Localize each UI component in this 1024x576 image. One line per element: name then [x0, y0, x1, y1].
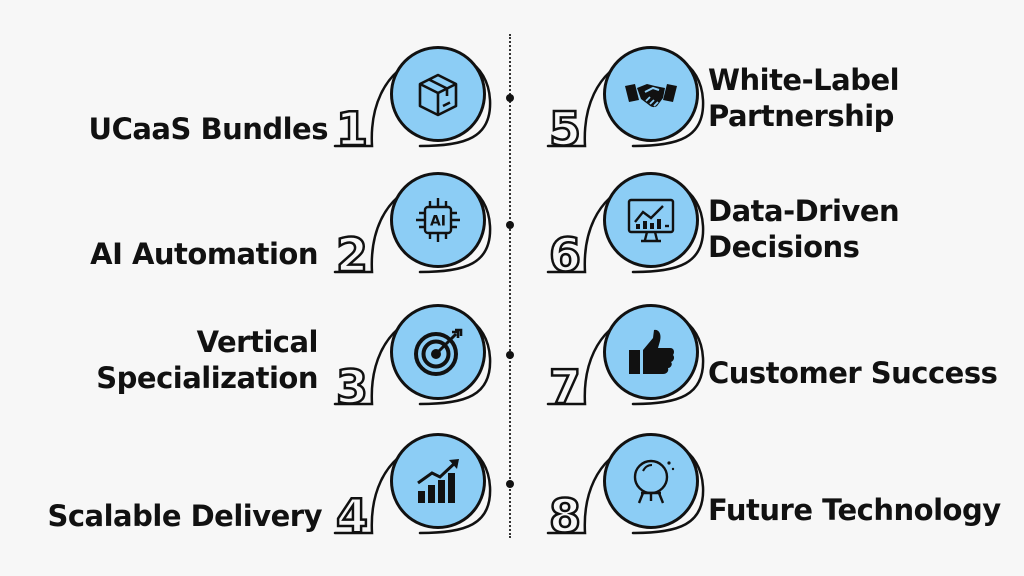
monitor-analytics-icon	[627, 198, 675, 243]
item-1-label: UCaaS Bundles	[88, 112, 329, 146]
item-2-badge: AI	[390, 172, 486, 268]
divider-dot	[506, 221, 514, 229]
item-2-label: AI Automation	[90, 237, 318, 271]
box-icon	[418, 73, 458, 117]
item-1-badge	[390, 46, 486, 142]
svg-text:AI: AI	[430, 214, 446, 230]
item-6-badge	[603, 172, 699, 268]
item-7-badge	[603, 304, 699, 400]
item-2-number: 2	[335, 228, 370, 282]
item-4-label: Scalable Delivery	[47, 499, 322, 533]
divider-dot	[506, 351, 514, 359]
thumbs-up-icon	[629, 329, 675, 374]
divider-dot	[506, 94, 514, 102]
item-8-label: Future Technology	[708, 493, 1001, 527]
item-5-number: 5	[548, 102, 583, 156]
item-5-badge	[603, 46, 699, 142]
item-4-badge	[390, 433, 486, 529]
item-4-number: 4	[335, 489, 370, 543]
center-divider	[509, 34, 511, 538]
item-7-label: Customer Success	[708, 356, 998, 390]
growth-chart-icon	[417, 459, 459, 503]
item-8-number: 8	[548, 489, 583, 543]
item-3-label: Vertical Specialization	[96, 325, 318, 395]
item-6-number: 6	[548, 228, 583, 282]
ai-chip-icon: AI	[416, 198, 460, 242]
item-1-number: 1	[335, 102, 370, 156]
item-7-number: 7	[548, 360, 583, 414]
item-5-label: White-Label Partnership	[708, 63, 900, 133]
divider-dot	[506, 480, 514, 488]
target-icon	[414, 328, 463, 376]
handshake-icon	[625, 84, 677, 108]
item-3-number: 3	[335, 360, 370, 414]
crystal-ball-icon	[633, 459, 675, 504]
item-6-label: Data-Driven Decisions	[708, 194, 900, 264]
item-8-badge	[603, 433, 699, 529]
item-3-badge	[390, 304, 486, 400]
